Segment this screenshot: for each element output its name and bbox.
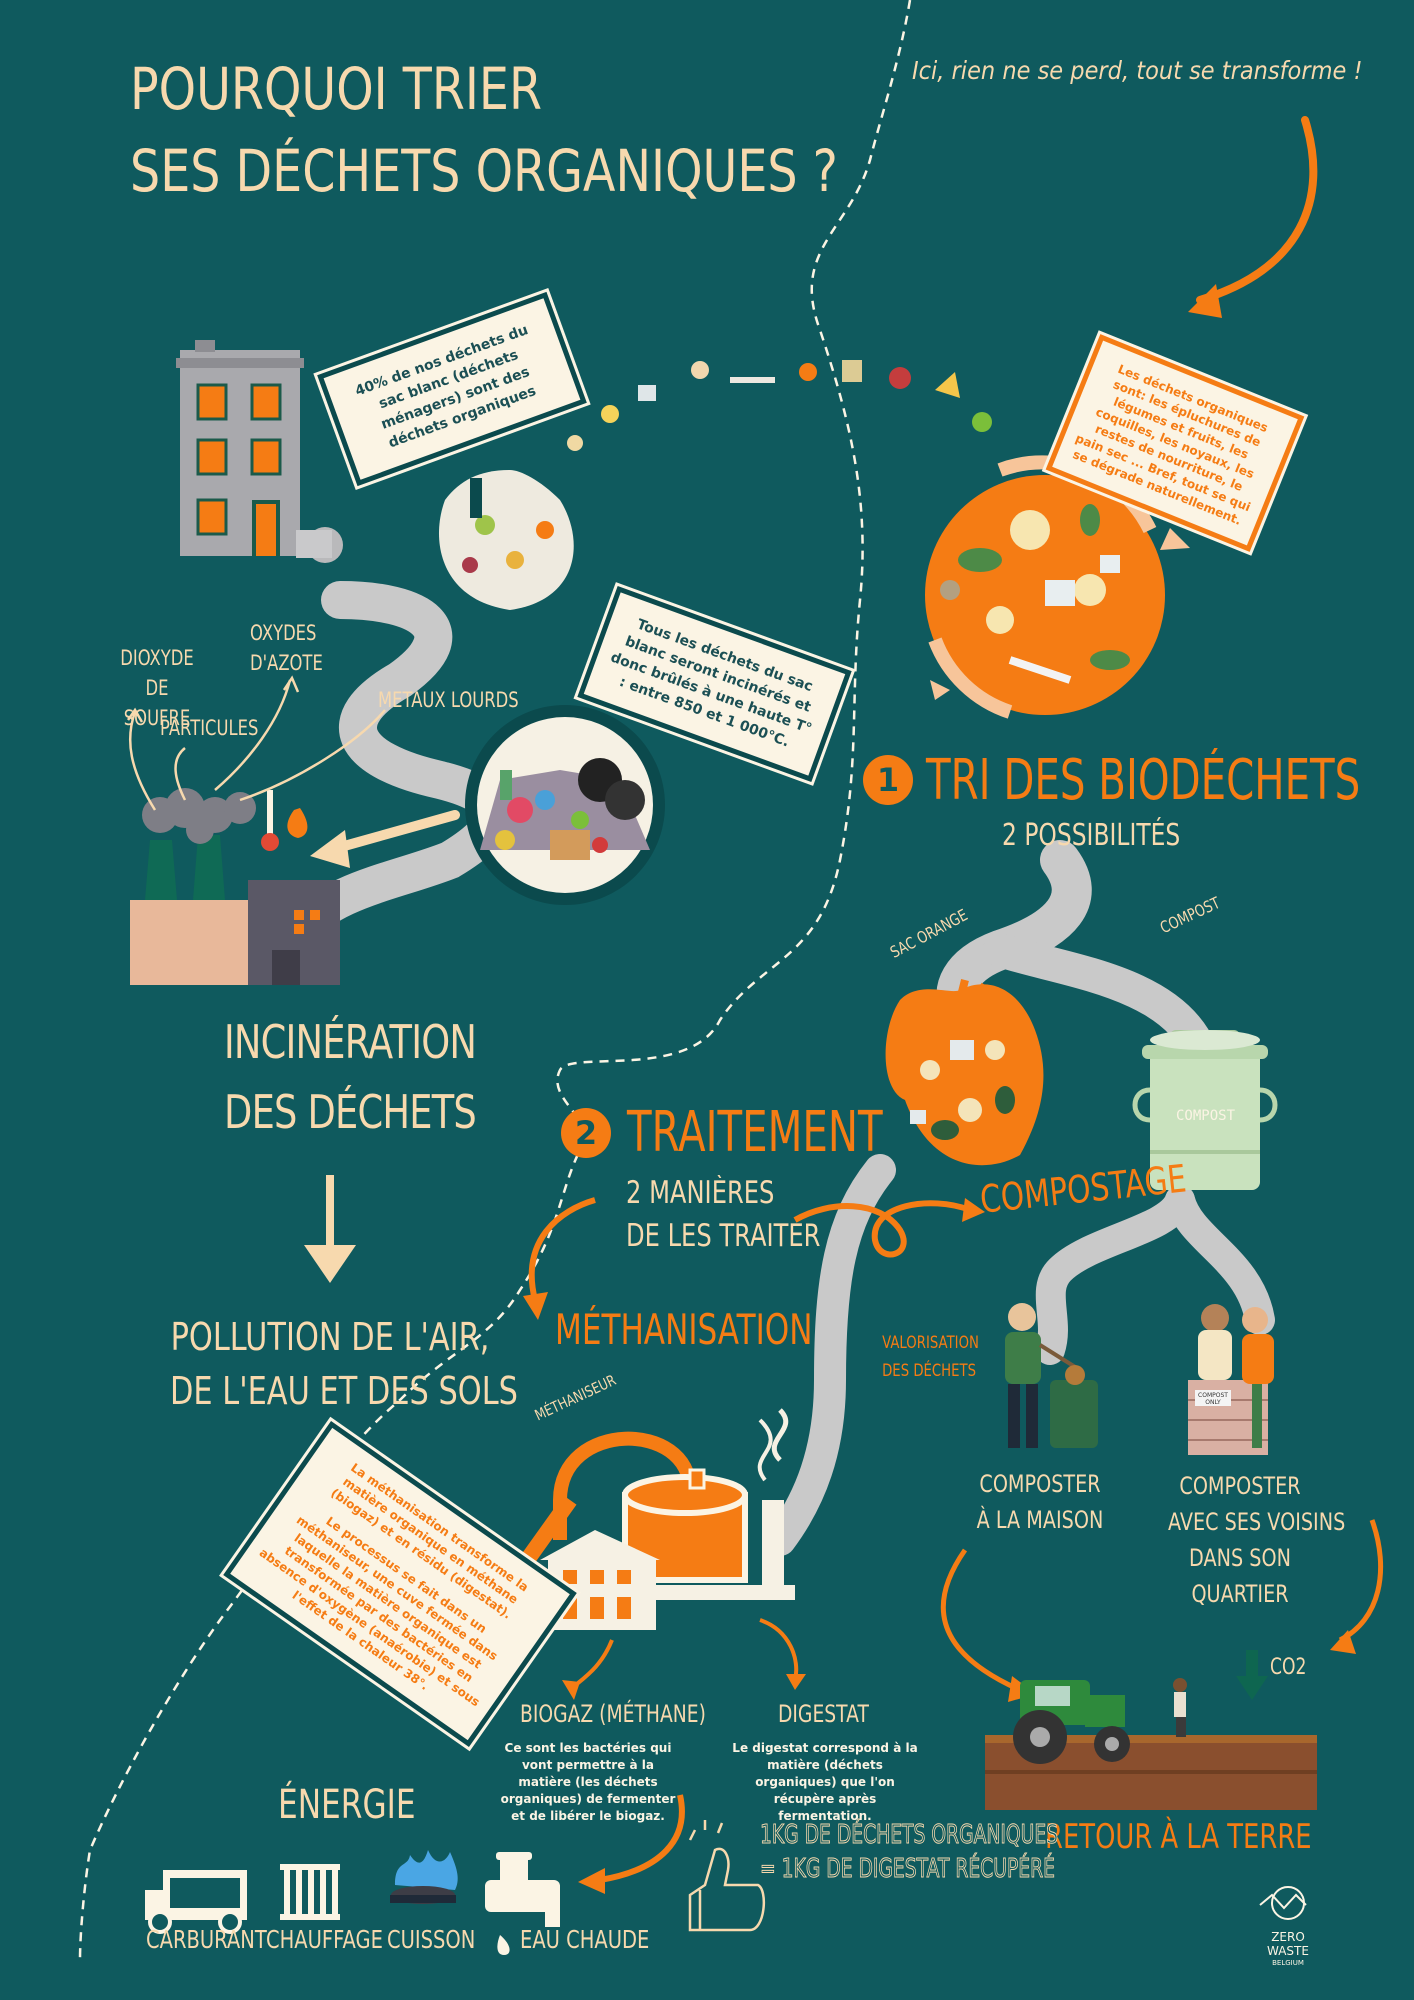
compost-neighbors-line-3: DANS SON (1189, 1544, 1291, 1572)
valorisation-line-1: VALORISATION (882, 1333, 979, 1353)
arrow-down-icon (300, 1175, 360, 1285)
truck-icon (145, 1870, 247, 1934)
water-tap-icon (485, 1852, 560, 1955)
biogaz-title: BIOGAZ (MÉTHANE) (520, 1700, 706, 1728)
label-dioxyde-de-soufre: DIOXYDE DE SOUFRE (118, 643, 196, 733)
road-left (281, 581, 513, 949)
nox-text: OXYDES D'AZOTE (250, 621, 323, 675)
farm-field-tractor-icon (985, 1678, 1317, 1810)
compost-bin-icon (1132, 1030, 1278, 1190)
energy-item-chauffage: CHAUFFAGE (266, 1925, 383, 1954)
step2-number: 2 (574, 1114, 598, 1152)
label-methanisation: MÉTHANISATION (555, 1305, 813, 1354)
ratio-statement: 1KG DE DÉCHETS ORGANIQUES = 1KG DE DIGES… (760, 1820, 1174, 1885)
incineration-line-2: DES DÉCHETS (224, 1085, 477, 1139)
logo-line-1: ZERO (1271, 1930, 1305, 1944)
food-waste-trail (567, 360, 992, 451)
compostage-arrow-icon (793, 1200, 972, 1258)
digestat-description: Le digestat correspond à la matière (déc… (732, 1741, 918, 1823)
emission-arrows (126, 675, 386, 811)
digestat-title: DIGESTAT (778, 1700, 869, 1728)
organic-trash-bag-icon (438, 470, 574, 610)
step2-subtitle-line-2: DE LES TRAITER (626, 1218, 821, 1254)
arrow-neighbors-to-field-icon (1338, 1519, 1384, 1643)
valorisation-line-2: DES DÉCHETS (882, 1361, 977, 1381)
step2-title: TRAITEMENT (627, 1100, 883, 1165)
thumbs-up-icon (688, 1820, 765, 1932)
methanisation-arrow-icon (528, 1197, 596, 1301)
orange-bag-icon (885, 979, 1044, 1166)
title-line-1: POURQUOI TRIER (130, 55, 543, 123)
step1-title: TRI DES BIODÉCHETS (926, 748, 1361, 813)
logo-line-3: BELGIUM (1272, 1959, 1304, 1967)
page-title: POURQUOI TRIER SES DÉCHETS ORGANIQUES ? (130, 55, 993, 205)
step1-subtitle: 2 POSSIBILITÉS (1002, 818, 1181, 853)
label-co2: CO2 (1270, 1655, 1307, 1680)
ratio-line-1: 1KG DE DÉCHETS ORGANIQUES (760, 1820, 1059, 1851)
tagline: Ici, rien ne se perd, tout se transforme… (912, 56, 1363, 85)
energy-item-cuisson: CUISSON (387, 1925, 476, 1954)
road-right (764, 840, 1275, 1556)
step1-number: 1 (876, 761, 900, 799)
crate-label: COMPOST ONLY (1198, 1392, 1228, 1406)
compost-neighbors-line-4: QUARTIER (1191, 1580, 1289, 1608)
step2-subtitle-line-1: 2 MANIÈRES (626, 1175, 775, 1211)
dashed-divider-path (78, 0, 912, 1961)
methaniser-plant-icon (463, 1408, 795, 1645)
pollution-line-1: POLLUTION DE L'AIR, (170, 1315, 490, 1359)
energy-item-carburant: CARBURANT (146, 1925, 267, 1954)
compost-home-line-1: COMPOSTER (979, 1470, 1101, 1498)
radiator-icon (280, 1864, 340, 1920)
step1-circle-icon (863, 755, 913, 805)
arrow-to-water-icon (599, 1794, 685, 1883)
logo-line-2: WASTE (1267, 1944, 1309, 1958)
people-composting-neighborhood-icon (1188, 1304, 1274, 1455)
incineration-line-1: INCINÉRATION (223, 1015, 477, 1069)
title-line-2: SES DÉCHETS ORGANIQUES ? (130, 137, 838, 205)
incinerator-factory-icon (130, 788, 340, 985)
organic-bin-icon (925, 455, 1190, 719)
pollution-line-2: DE L'EAU ET DES SOLS (170, 1369, 518, 1413)
co2-arrow-icon (1246, 1650, 1258, 1678)
compost-neighbors-line-1: COMPOSTER (1179, 1472, 1301, 1500)
waste-heap-circle-icon (465, 705, 665, 905)
incineration-heading: INCINÉRATION DES DÉCHETS (160, 1015, 540, 1139)
compost-neighbors-line-2: AVEC SES VOISINS (1168, 1508, 1346, 1536)
logo-text: ZERO WASTE BELGIUM (1258, 1930, 1318, 1968)
label-oxydes-azote: OXYDES D'AZOTE (250, 618, 323, 678)
apartment-building-icon (176, 340, 343, 563)
label-compost-neighbors: COMPOSTER AVEC SES VOISINS DANS SON QUAR… (1150, 1472, 1346, 1608)
pollution-heading: POLLUTION DE L'AIR, DE L'EAU ET DES SOLS (130, 1315, 530, 1413)
ratio-line-2: = 1KG DE DIGESTAT RÉCUPÉRÉ (760, 1854, 1056, 1885)
compost-home-line-2: À LA MAISON (976, 1506, 1104, 1534)
label-particules: PARTICULES (160, 716, 259, 740)
label-compost-home: COMPOSTER À LA MAISON (960, 1470, 1120, 1534)
label-valorisation: VALORISATION DES DÉCHETS (870, 1333, 980, 1381)
label-retour-a-la-terre: RETOUR À LA TERRE (1045, 1817, 1312, 1857)
gas-burner-icon (390, 1850, 458, 1904)
so2-text: DIOXYDE DE SOUFRE (120, 646, 194, 730)
biogaz-description: Ce sont les bactéries qui vont permettre… (500, 1741, 676, 1823)
zero-waste-logo (1259, 1886, 1307, 1920)
arrow-down-right-icon (1196, 116, 1318, 304)
energy-title: ÉNERGIE (278, 1782, 416, 1828)
step2-circle-icon (561, 1108, 611, 1158)
person-composting-home-icon (1005, 1303, 1098, 1448)
compost-bin-label: COMPOST (1176, 1108, 1236, 1124)
label-metaux-lourds: METAUX LOURDS (378, 688, 519, 712)
arrow-to-factory-icon (325, 810, 460, 855)
arrow-home-to-field-icon (940, 1548, 1022, 1693)
energy-item-eau-chaude: EAU CHAUDE (520, 1925, 650, 1954)
arrow-to-digestat-icon (759, 1618, 799, 1681)
